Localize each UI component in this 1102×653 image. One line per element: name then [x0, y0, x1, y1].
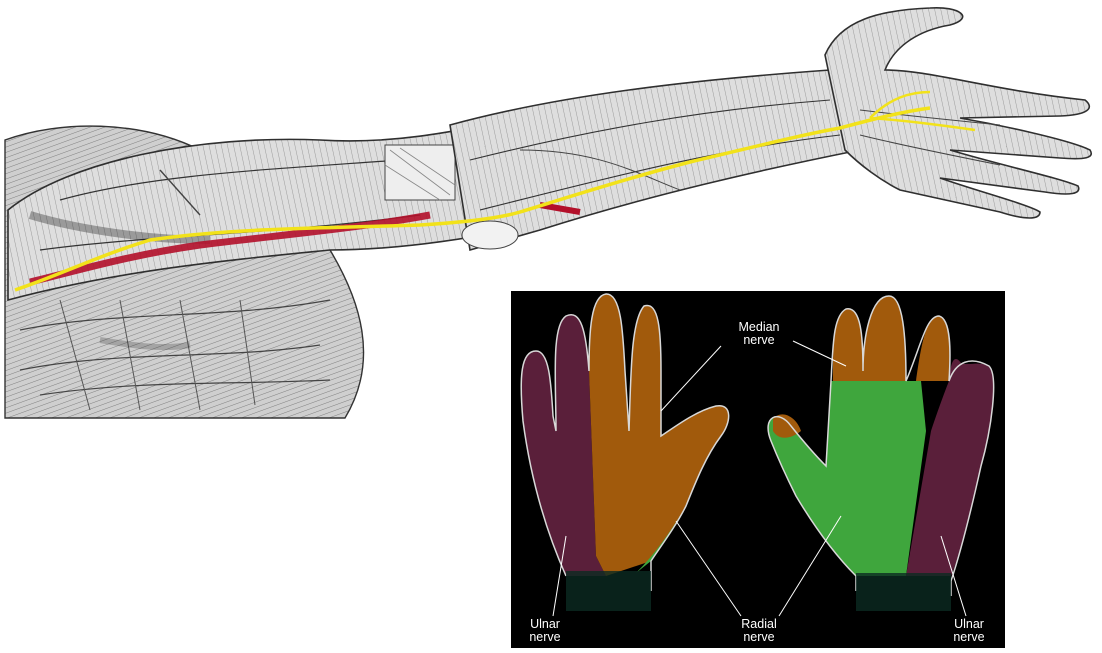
forearm-muscles	[450, 70, 860, 250]
hand-illustration	[825, 8, 1091, 218]
radial-nerve-label: Radial nerve	[723, 618, 795, 644]
hand-nerve-distribution-diagram: Median nerve Radial nerve Ulnar nerve Ul…	[511, 291, 1005, 648]
ulnar-nerve-label-left: Ulnar nerve	[515, 618, 575, 644]
median-nerve-label: Median nerve	[723, 321, 795, 347]
ulnar-nerve-label-right: Ulnar nerve	[939, 618, 999, 644]
